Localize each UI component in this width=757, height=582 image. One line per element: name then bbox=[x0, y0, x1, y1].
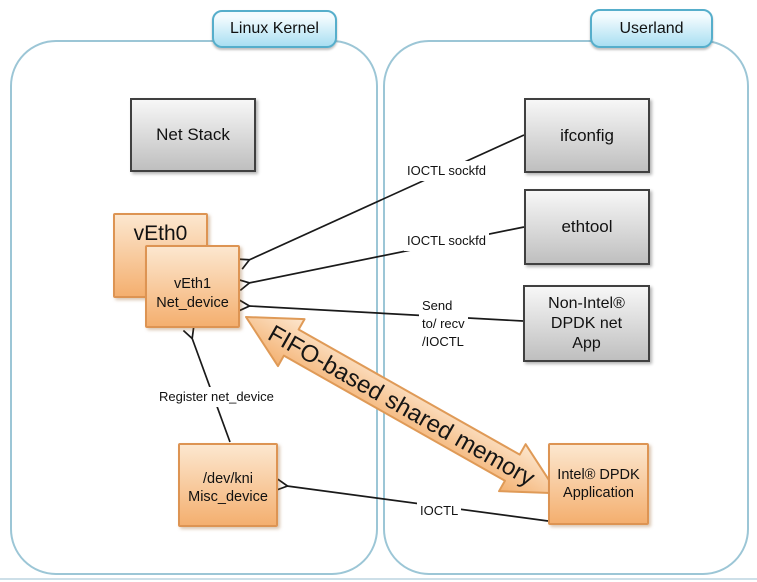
node-veth1: vEth1 Net_device bbox=[145, 245, 240, 328]
userland-tab: Userland bbox=[590, 9, 713, 48]
linux-kernel-region bbox=[10, 40, 378, 575]
label-send-recv-ioctl: Send to/ recv /IOCTL bbox=[419, 296, 468, 352]
node-dev-kni: /dev/kni Misc_device bbox=[178, 443, 278, 527]
non-intel-app-line3: App bbox=[572, 334, 601, 352]
node-ethtool: ethtool bbox=[524, 189, 650, 265]
fifo-arrow-label: FIFO-based shared memory bbox=[263, 320, 539, 492]
dev-kni-line1: /dev/kni bbox=[203, 470, 253, 487]
label-ioctl: IOCTL bbox=[417, 501, 462, 521]
userland-region bbox=[383, 40, 749, 575]
edge-nonintel-app-to-veth1 bbox=[238, 299, 524, 322]
dev-kni-line2: Misc_device bbox=[188, 489, 268, 505]
node-non-intel-dpdk-app: Non-Intel® DPDK net App bbox=[523, 285, 650, 362]
node-intel-dpdk-app: Intel® DPDK Application bbox=[548, 443, 649, 525]
veth1-line2: Net_device bbox=[156, 294, 229, 311]
label-send-line1: Send bbox=[422, 298, 453, 313]
fifo-shared-memory-arrow: FIFO-based shared memory bbox=[245, 316, 559, 495]
node-ifconfig: ifconfig bbox=[524, 98, 650, 173]
label-register-net-device: Register net_device bbox=[156, 387, 277, 407]
non-intel-app-line2: DPDK net bbox=[550, 314, 623, 332]
label-send-line2: to/ recv bbox=[422, 316, 465, 331]
linux-kernel-tab: Linux Kernel bbox=[212, 10, 337, 48]
label-ioctl-sockfd-ifconfig: IOCTL sockfd bbox=[404, 161, 489, 181]
veth1-line1: vEth1 bbox=[173, 276, 212, 293]
bottom-border-line bbox=[0, 578, 757, 580]
label-ioctl-sockfd-ethtool: IOCTL sockfd bbox=[404, 231, 489, 251]
edge-ifconfig-to-veth1 bbox=[237, 134, 525, 270]
label-send-line3: /IOCTL bbox=[422, 334, 464, 349]
non-intel-app-line1: Non-Intel® bbox=[548, 294, 625, 312]
intel-app-line2: Application bbox=[563, 485, 634, 501]
intel-app-line1: Intel® DPDK bbox=[557, 466, 640, 483]
node-net-stack: Net Stack bbox=[130, 98, 256, 172]
